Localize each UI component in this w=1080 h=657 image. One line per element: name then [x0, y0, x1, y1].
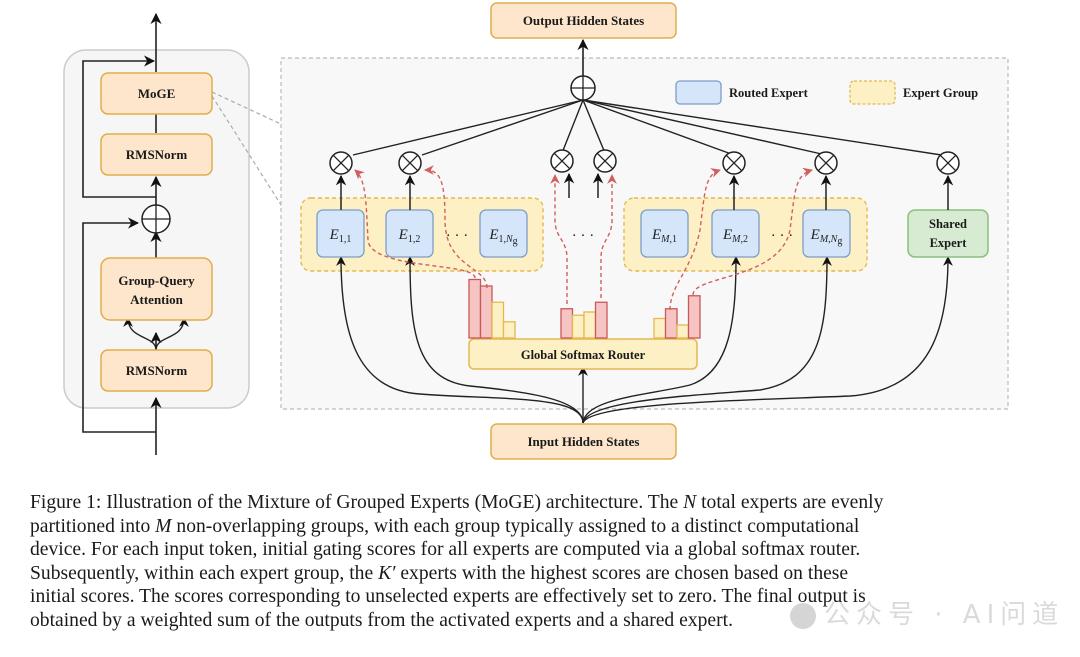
input-hidden-states-label: Input Hidden States [528, 434, 640, 449]
input-routes [336, 256, 953, 424]
router-score-bars [468, 278, 701, 339]
zoom-connector-bottom [211, 95, 284, 209]
expert-E-M-2: EM,2 [711, 209, 760, 258]
transformer-block: MoGE RMSNorm Group-Query Attention RMSNo… [63, 12, 250, 455]
expert-E-1-Ng: E1,Ng [479, 209, 528, 258]
legend-routed-expert-swatch [675, 80, 722, 105]
legend-expert-group-swatch [849, 80, 896, 105]
rmsnorm-bottom-label: RMSNorm [126, 363, 188, 378]
sum-connections [352, 99, 949, 157]
rmsnorm-bottom-box: RMSNorm [100, 349, 213, 392]
svg-text:E1,Ng: E1,Ng [488, 227, 517, 247]
score-bar-unselected [653, 317, 667, 339]
moge-architecture-diagram: MoGE RMSNorm Group-Query Attention RMSNo… [63, 2, 1009, 460]
attn-fan-left [123, 317, 157, 351]
weighted-sum-icon [570, 75, 596, 101]
groupM-ellipsis: · · · [771, 228, 794, 244]
router-label: Global Softmax Router [521, 348, 646, 362]
gating-multipliers [329, 149, 960, 175]
score-bar-unselected [583, 311, 597, 339]
svg-text:EM,Ng: EM,Ng [810, 227, 843, 247]
svg-text:EM,1: EM,1 [651, 227, 677, 245]
caption-line-3: device. For each input token, initial ga… [30, 539, 861, 561]
input-hidden-states-box: Input Hidden States [490, 423, 677, 460]
routed-experts: E1,1 E1,2 · · · E1,Ng · · · EM,1 EM,2 · … [316, 209, 851, 258]
score-bar-selected [479, 285, 493, 339]
global-softmax-router: Global Softmax Router [468, 338, 698, 370]
score-bar-unselected [571, 314, 585, 339]
score-bar-unselected [676, 324, 690, 339]
multiply-icon [722, 151, 746, 175]
residual-add-icon [141, 204, 171, 234]
output-hidden-states-box: Output Hidden States [490, 2, 677, 39]
svg-text:E1,2: E1,2 [398, 227, 421, 245]
legend-routed-expert-label: Routed Expert [729, 86, 809, 100]
zoom-connector-top [211, 91, 284, 126]
gqa-label-line1: Group-Query [118, 273, 195, 288]
caption-line-4: Subsequently, within each expert group, … [30, 562, 849, 584]
expert-E-M-Ng: EM,Ng [802, 209, 851, 258]
caption-line-1: Figure 1: Illustration of the Mixture of… [30, 492, 884, 513]
score-bar-selected [594, 301, 608, 339]
expert-E-M-1: EM,1 [640, 209, 689, 258]
legend: Routed Expert Expert Group [675, 80, 978, 105]
moge-box: MoGE [100, 72, 213, 115]
moge-label: MoGE [138, 86, 176, 101]
attn-fan-right [155, 317, 189, 351]
residual-connection-2 [82, 55, 156, 198]
multiply-icon [593, 149, 617, 173]
svg-text:EM,2: EM,2 [722, 227, 748, 245]
multiply-icon [936, 151, 960, 175]
legend-expert-group-label: Expert Group [903, 86, 978, 100]
score-bar-selected [468, 278, 482, 339]
rmsnorm-top-box: RMSNorm [100, 133, 213, 176]
caption-line-2: partitioned into M non-overlapping group… [30, 515, 860, 537]
expert-E-1-2: E1,2 [385, 209, 434, 258]
middle-ellipsis: · · · [572, 228, 595, 244]
residual-connection-1 [82, 217, 156, 433]
score-bar-selected [560, 308, 574, 339]
shared-expert-label-line2: Expert [930, 236, 968, 250]
caption-line-5: initial scores. The scores corresponding… [30, 586, 866, 608]
group-query-attention-box: Group-Query Attention [100, 257, 213, 321]
score-bar-unselected [502, 321, 516, 339]
multiply-icon [398, 151, 422, 175]
gating-routes [354, 165, 813, 311]
expert-E-1-1: E1,1 [316, 209, 365, 258]
shared-expert-label-line1: Shared [929, 217, 967, 231]
group1-ellipsis: · · · [446, 228, 469, 244]
output-hidden-states-label: Output Hidden States [523, 13, 644, 28]
caption-line-6: obtained by a weighted sum of the output… [30, 609, 733, 631]
figure-caption: Figure 1: Illustration of the Mixture of… [30, 491, 1075, 633]
rmsnorm-top-label: RMSNorm [126, 147, 188, 162]
score-bar-unselected [491, 301, 505, 339]
expert-output-arrows [335, 172, 954, 210]
multiply-icon [329, 151, 353, 175]
svg-text:E1,1: E1,1 [329, 227, 352, 245]
score-bar-selected [664, 308, 678, 339]
score-bar-selected [687, 295, 701, 339]
gqa-label-line2: Attention [130, 292, 183, 307]
shared-expert-box: Shared Expert [907, 209, 989, 258]
multiply-icon [550, 149, 574, 173]
multiply-icon [814, 151, 838, 175]
